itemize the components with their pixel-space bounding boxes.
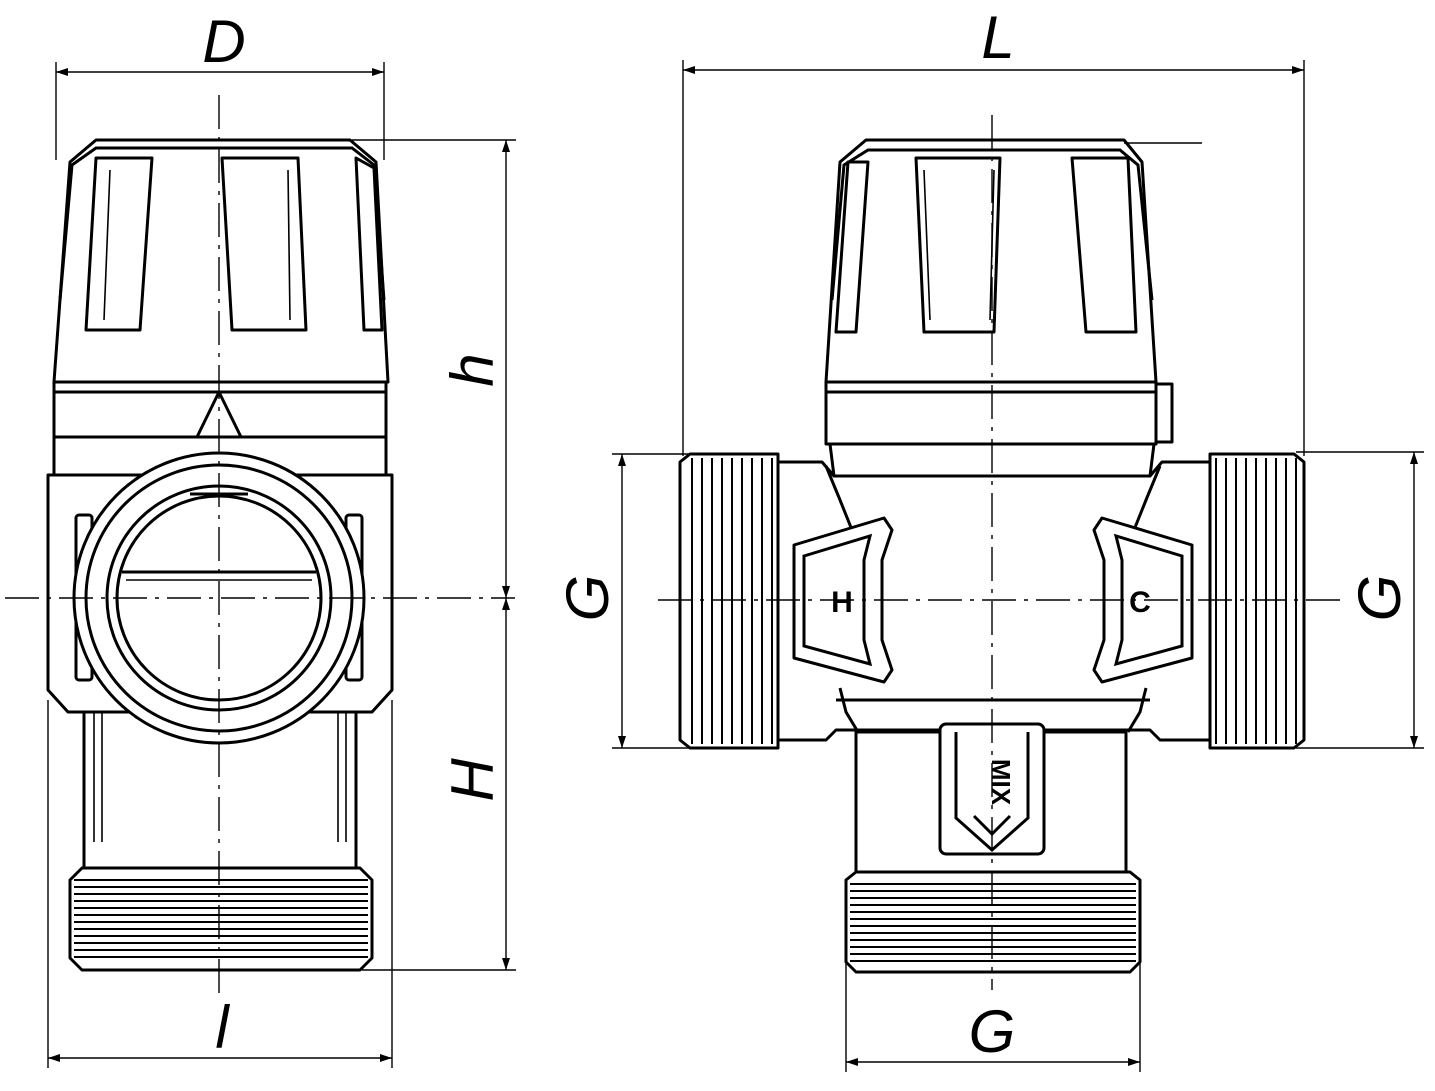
side-view: D h H l [5, 8, 516, 1068]
side-knob[interactable] [52, 138, 390, 384]
dimension-H-label: H [439, 758, 506, 802]
cold-inlet-marker: C [1092, 516, 1194, 684]
dimension-h-H: h H [352, 139, 516, 971]
dimension-G-right-label: G [1346, 575, 1413, 622]
dimension-h-label: h [439, 353, 506, 386]
dimension-G-bottom: G [845, 962, 1141, 1072]
front-left-thread [678, 452, 780, 750]
mix-outlet-label: MIX [986, 759, 1016, 806]
front-bonnet [824, 380, 1174, 478]
dimension-l-label: l [215, 994, 230, 1061]
dimension-L: L [682, 4, 1305, 456]
front-right-thread [1208, 452, 1306, 750]
dimension-l: l [47, 700, 393, 1068]
dimension-D-label: D [202, 8, 245, 75]
dimension-L-label: L [981, 4, 1014, 71]
dimension-D: D [55, 8, 385, 160]
hot-inlet-label: H [831, 586, 853, 619]
dimension-G-bottom-label: G [969, 998, 1016, 1065]
dimension-G-left-label: G [554, 575, 621, 622]
front-knob[interactable] [824, 138, 1202, 384]
dimension-G-right: G [1296, 451, 1424, 749]
cold-inlet-label: C [1129, 586, 1151, 619]
side-bottom-thread [68, 866, 374, 972]
front-view: H C MIX L G [554, 4, 1424, 1072]
dimension-G-left: G [554, 453, 690, 749]
front-bottom-thread [844, 870, 1142, 974]
